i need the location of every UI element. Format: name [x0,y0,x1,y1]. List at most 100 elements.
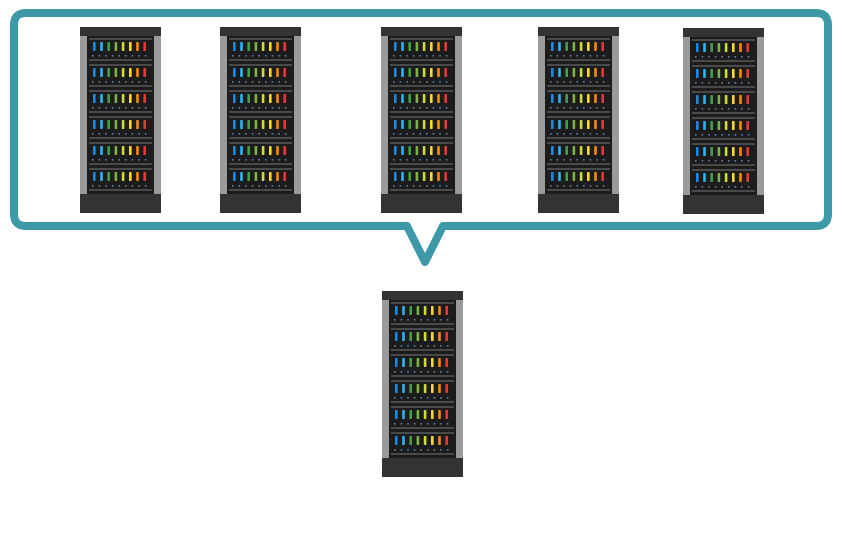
port-dot [708,56,710,58]
slot-separator [547,85,610,87]
status-led [594,146,597,155]
port-dot [271,107,274,109]
slot-separator [547,168,610,170]
port-dot [420,371,422,373]
status-led [558,172,561,181]
status-led [422,42,426,51]
rack-slot [390,116,453,139]
status-led [415,94,419,103]
rack-inner-panel [389,300,456,458]
port-dot [419,55,421,57]
port-dot [596,81,598,83]
port-dot [407,423,409,425]
port-dot [708,186,710,188]
port-dot [433,397,436,399]
port-dot [125,133,127,135]
slot-separator [390,85,453,87]
port-dot [602,159,605,161]
racks-layer [80,27,764,477]
status-led [261,68,265,77]
rack-slot [89,142,152,165]
port-dot [747,108,750,110]
port-dot [445,81,448,83]
status-led [703,121,706,130]
port-dot [245,107,247,109]
port-dot [92,81,94,83]
port-dot [569,185,572,187]
slot-separator [229,168,292,170]
status-led [143,172,146,181]
port-dot [576,55,578,57]
port-dot [419,133,421,135]
port-dot [569,81,572,83]
slot-separator [547,64,610,66]
port-dot [556,185,559,187]
status-led [444,172,447,181]
status-led [746,121,749,130]
port-dot [413,397,416,399]
port-dot [125,81,127,83]
slot-separator [89,85,152,87]
slot-separator [89,38,152,40]
status-led [107,120,110,129]
status-led [445,384,448,393]
port-dot [118,55,120,57]
port-dot [400,423,403,425]
port-dot [138,159,140,161]
port-dot [412,185,415,187]
port-dot [118,81,120,83]
status-led [438,384,441,393]
status-led [269,42,272,51]
status-led [394,146,397,155]
slot-separator [391,432,454,434]
port-dot [419,185,421,187]
status-led [696,69,699,78]
rack-2-server-rack-icon [220,27,301,213]
port-dot [251,107,254,109]
slot-separator [391,349,454,351]
status-led [430,68,433,77]
status-led [121,42,125,51]
slot-separator [89,111,152,113]
rack-slot [229,116,292,139]
port-dot [131,81,134,83]
port-dot [420,423,422,425]
slot-separator [229,111,292,113]
port-dot [583,81,585,83]
status-led [395,436,398,445]
status-led [724,121,728,130]
status-led [254,68,258,77]
status-led [240,68,243,77]
port-dot [251,81,254,83]
status-led [276,94,279,103]
port-dot [278,185,280,187]
port-dot [399,55,402,57]
port-dot [98,107,101,109]
port-dot [407,371,409,373]
port-dot [399,185,402,187]
port-dot [589,159,592,161]
port-dot [563,55,565,57]
rack-slot [89,90,152,113]
status-led [261,94,265,103]
port-dot [138,107,140,109]
status-led [431,358,434,367]
status-led [423,384,427,393]
status-led [431,332,434,341]
status-led [143,94,146,103]
port-dot [596,107,598,109]
port-dot [569,55,572,57]
status-led [143,146,146,155]
port-dot [118,185,120,187]
rack-top-cap [381,27,462,36]
port-dot [569,133,572,135]
port-dot [550,55,552,57]
port-dot [432,159,435,161]
rack-slot [89,64,152,87]
port-dot [747,56,750,58]
status-led [703,69,706,78]
port-dot [412,107,415,109]
status-led [100,120,103,129]
slot-separator [229,137,292,139]
port-dot [144,55,147,57]
